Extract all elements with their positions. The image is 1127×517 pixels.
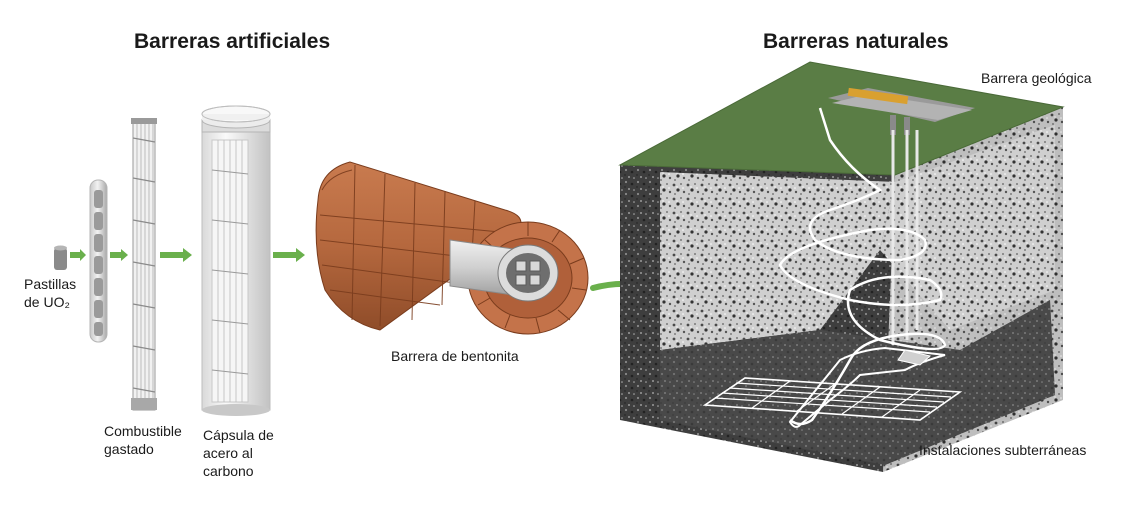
fuel-rod	[89, 179, 108, 343]
title-natural-barriers: Barreras naturales	[763, 30, 949, 53]
spent-fuel-assembly	[131, 118, 157, 411]
label-underground-facilities: Instalaciones subterráneas	[919, 442, 1086, 458]
arrow-right-icon	[273, 248, 305, 262]
label-pellets-line1: Pastillas	[24, 276, 76, 292]
label-bentonite: Barrera de bentonita	[391, 348, 519, 364]
label-capsule-line1: Cápsula de	[203, 427, 274, 443]
label-pellets-line2: de UO₂	[24, 294, 70, 310]
surface-facility	[828, 87, 975, 135]
label-geological-barrier: Barrera geológica	[981, 70, 1092, 86]
arrow-right-icon	[110, 249, 128, 261]
bentonite-barrier	[315, 161, 589, 335]
arrow-right-icon	[70, 249, 86, 261]
label-fuel-line1: Combustible	[104, 423, 182, 439]
steel-capsule	[201, 105, 271, 416]
access-ramp	[778, 107, 947, 426]
title-artificial-barriers: Barreras artificiales	[134, 30, 330, 53]
label-capsule-line3: carbono	[203, 463, 254, 479]
arrow-right-icon	[160, 248, 192, 262]
geological-block	[618, 61, 1065, 472]
label-fuel-line2: gastado	[104, 441, 154, 457]
underground-facility	[788, 346, 946, 428]
label-capsule-line2: acero al	[203, 445, 253, 461]
uo2-pellet	[54, 245, 67, 270]
